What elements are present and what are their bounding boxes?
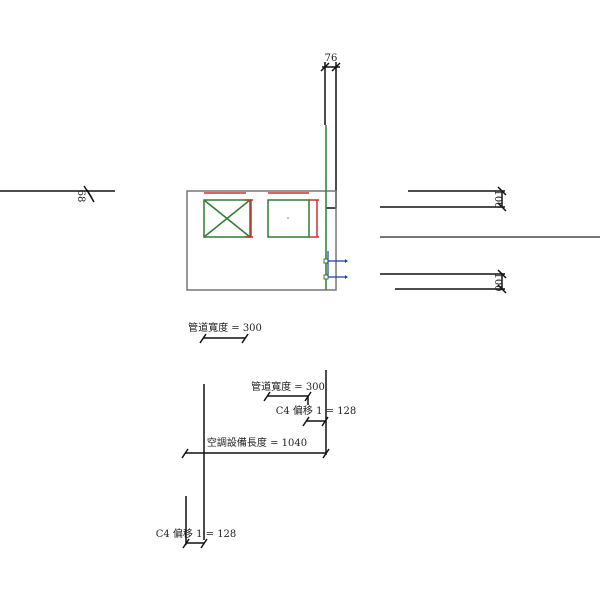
dim-left-offset: 68 (75, 190, 86, 203)
connector-arrows (323, 251, 348, 280)
label-c4-offset-1: C4 偏移 1 = 128 (276, 404, 357, 417)
unit-box-2[interactable] (267, 199, 310, 238)
dim-right-lower: 100 (492, 272, 503, 291)
label-c4-offset-2: C4 偏移 1 = 128 (156, 527, 237, 540)
dim-tick (86, 189, 95, 203)
label-duct-width-1: 管道寬度 = 300 (188, 321, 262, 334)
equipment-outline[interactable] (186, 190, 337, 291)
label-equipment-length: 空調設備長度 = 1040 (207, 436, 307, 449)
label-duct-width-2: 管道寬度 = 300 (251, 380, 325, 393)
dim-top-width: 76 (325, 53, 338, 64)
dim-tick (331, 62, 341, 72)
dim-right-upper: 100 (492, 189, 503, 208)
dim-tick (320, 62, 330, 72)
unit-box-1[interactable] (203, 199, 251, 238)
